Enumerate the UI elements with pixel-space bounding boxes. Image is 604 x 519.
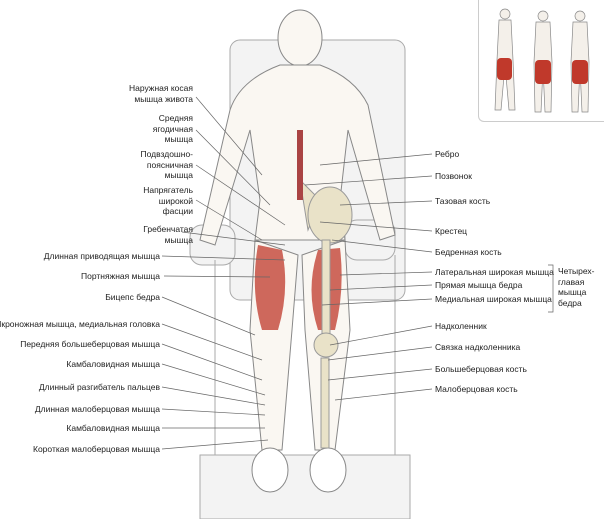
label-line: Наружная косая xyxy=(128,83,193,93)
label-vertebra: Позвонок xyxy=(435,171,472,181)
label-adductor-longus: Длинная приводящая мышца xyxy=(43,251,160,261)
bones xyxy=(297,130,353,449)
label-vastus-medialis: Медиальная широкая мышца xyxy=(435,294,552,304)
label-gastrocnemius-medial: Икроножная мышца, медиальная головка xyxy=(0,319,160,329)
label-gluteus-medius: Средняя ягодичная мышца xyxy=(153,113,193,145)
three-figures-icon xyxy=(494,8,590,113)
label-soleus: Камбаловидная мышца xyxy=(66,359,160,369)
label-line: Подвздошно- xyxy=(140,149,194,159)
label-soleus-2: Камбаловидная мышца xyxy=(66,423,160,433)
label-pectineus: Гребенчатая мышца xyxy=(143,224,193,245)
label-vastus-lateralis: Латеральная широкая мышца xyxy=(435,267,554,277)
label-peroneus-longus: Длинная малоберцовая мышца xyxy=(34,404,160,414)
label-biceps-femoris: Бицепс бедра xyxy=(105,292,160,302)
label-tibialis-anterior: Передняя большеберцовая мышца xyxy=(20,339,160,349)
label-fibula: Малоберцовая кость xyxy=(435,384,518,394)
label-patellar-ligament: Связка надколенника xyxy=(435,342,521,352)
label-sacrum: Крестец xyxy=(435,226,468,236)
label-pelvis: Тазовая кость xyxy=(435,196,491,206)
leader-lines xyxy=(161,96,554,450)
label-rectus-femoris: Прямая мышца бедра xyxy=(435,280,523,290)
label-tensor-fasciae: Напрягатель широкой фасции xyxy=(143,185,193,217)
label-patella: Надколенник xyxy=(435,321,487,331)
muscle-highlight-thumbnail xyxy=(478,0,604,122)
quadriceps-bracket xyxy=(548,264,554,313)
label-line: Гребенчатая xyxy=(143,224,193,234)
label-quadriceps-group: Четырех- главая мышца бедра xyxy=(558,266,594,308)
label-line: Напрягатель xyxy=(143,185,193,195)
label-line: фасции xyxy=(162,206,193,216)
label-line: мышца xyxy=(164,234,193,245)
label-line: мышца xyxy=(164,170,193,180)
label-line: поясничная xyxy=(146,159,193,170)
label-sartorius: Портняжная мышца xyxy=(80,271,160,281)
label-line: мышца xyxy=(558,287,587,297)
label-rib: Ребро xyxy=(435,149,460,159)
label-line: ягодичная xyxy=(152,123,193,134)
label-line: широкой xyxy=(158,195,193,206)
label-line: Средняя xyxy=(158,113,193,123)
label-line: главая xyxy=(558,276,585,287)
label-tibia: Большеберцовая кость xyxy=(435,364,527,374)
label-femur: Бедренная кость xyxy=(435,247,502,257)
label-line: бедра xyxy=(558,297,582,308)
label-external-oblique: Наружная косая мышца живота xyxy=(129,83,193,104)
label-line: Четырех- xyxy=(558,266,595,276)
label-line: мышца живота xyxy=(134,93,193,104)
label-iliopsoas: Подвздошно- поясничная мышца xyxy=(141,149,194,181)
label-peroneus-brevis: Короткая малоберцовая мышца xyxy=(33,444,160,454)
label-extensor-digitorum: Длинный разгибатель пальцев xyxy=(38,382,160,392)
label-line: мышца xyxy=(164,134,193,144)
